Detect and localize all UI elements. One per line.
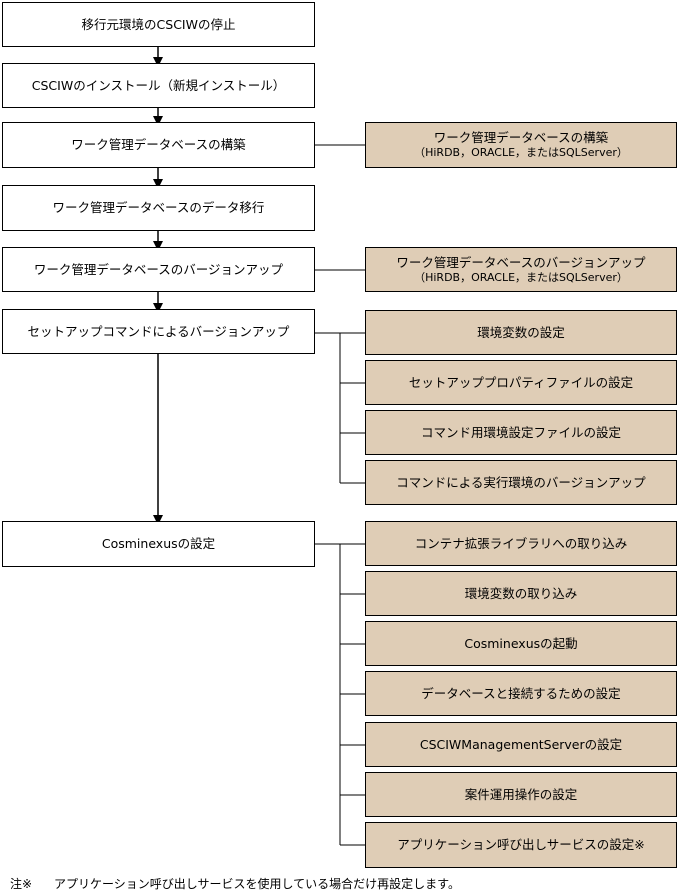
note-title: ワーク管理データベースの構築 — [433, 130, 609, 145]
step-setup-command-upgrade: セットアップコマンドによるバージョンアップ — [2, 309, 315, 354]
footnote-text: アプリケーション呼び出しサービスを使用している場合だけ再設定します。 — [54, 877, 460, 891]
substep-label: コマンド用環境設定ファイルの設定 — [420, 424, 621, 440]
step-install-csciw: CSCIWのインストール（新規インストール） — [2, 63, 315, 108]
substep-label: セットアッププロパティファイルの設定 — [408, 374, 634, 390]
note-title: ワーク管理データベースのバージョンアップ — [396, 254, 646, 270]
substep-label: 環境変数の設定 — [477, 324, 565, 340]
substep-label: Cosminexusの起動 — [464, 635, 578, 651]
substep-start-cosminexus: Cosminexusの起動 — [365, 621, 677, 666]
substep-label: データベースと接続するための設定 — [421, 685, 621, 701]
footnote: 注※ アプリケーション呼び出しサービスを使用している場合だけ再設定します。 — [10, 876, 460, 892]
substep-setup-property: セットアッププロパティファイルの設定 — [365, 360, 677, 405]
substep-env-var: 環境変数の設定 — [365, 310, 677, 355]
substep-label: 環境変数の取り込み — [464, 585, 578, 601]
note-db-upgrade: ワーク管理データベースのバージョンアップ （HiRDB，ORACLE，またはSQ… — [365, 247, 677, 292]
step-cosminexus-settings: Cosminexusの設定 — [2, 521, 315, 567]
note-dbms-list: （HiRDB，ORACLE，またはSQLServer） — [414, 270, 628, 284]
substep-label: CSCIWManagementServerの設定 — [419, 736, 623, 752]
substep-case-operation: 案件運用操作の設定 — [365, 772, 677, 817]
step-label: Cosminexusの設定 — [101, 536, 216, 551]
footnote-mark: 注※ — [10, 877, 33, 891]
step-label: 移行元環境のCSCIWの停止 — [81, 16, 236, 32]
substep-management-server: CSCIWManagementServerの設定 — [365, 722, 677, 767]
substep-import-env: 環境変数の取り込み — [365, 571, 677, 616]
substep-command-upgrade: コマンドによる実行環境のバージョンアップ — [365, 460, 677, 505]
substep-command-env-file: コマンド用環境設定ファイルの設定 — [365, 410, 677, 455]
step-label: セットアップコマンドによるバージョンアップ — [27, 323, 290, 339]
step-stop-csciw: 移行元環境のCSCIWの停止 — [2, 2, 315, 47]
step-label: CSCIWのインストール（新規インストール） — [31, 77, 286, 93]
step-upgrade-db: ワーク管理データベースのバージョンアップ — [2, 247, 315, 292]
step-label: ワーク管理データベースのデータ移行 — [52, 200, 265, 215]
substep-label: 案件運用操作の設定 — [464, 786, 578, 802]
note-dbms-list: （HiRDB，ORACLE，またはSQLServer） — [414, 146, 628, 159]
substep-label: コンテナ拡張ライブラリへの取り込み — [414, 535, 628, 551]
note-db-build: ワーク管理データベースの構築 （HiRDB，ORACLE，またはSQLServe… — [365, 122, 677, 168]
substep-label: アプリケーション呼び出しサービスの設定※ — [397, 837, 645, 852]
substep-label: コマンドによる実行環境のバージョンアップ — [396, 474, 646, 490]
step-label: ワーク管理データベースの構築 — [71, 137, 246, 152]
substep-db-connection: データベースと接続するための設定 — [365, 671, 677, 716]
step-migrate-data: ワーク管理データベースのデータ移行 — [2, 185, 315, 231]
substep-app-call-service: アプリケーション呼び出しサービスの設定※ — [365, 822, 677, 868]
step-build-db: ワーク管理データベースの構築 — [2, 122, 315, 168]
substep-container-lib: コンテナ拡張ライブラリへの取り込み — [365, 521, 677, 566]
step-label: ワーク管理データベースのバージョンアップ — [33, 261, 284, 277]
